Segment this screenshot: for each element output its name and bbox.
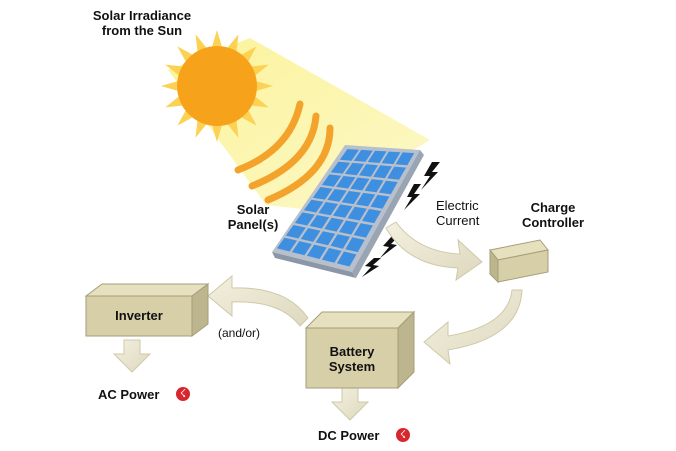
electric-spark-icons [362, 162, 440, 277]
sun-ray [161, 81, 178, 91]
panel-cell [336, 251, 357, 267]
sun-ray [195, 34, 207, 52]
panel-label: Solar Panel(s) [220, 202, 286, 232]
panel-cell [327, 189, 347, 202]
sun-ray [165, 96, 183, 108]
panel-cell [318, 202, 338, 216]
panel-cell [378, 180, 398, 195]
sun-ray [177, 46, 193, 62]
sun-icon [177, 46, 257, 126]
panel-cell [356, 192, 376, 207]
panel-cell [291, 241, 312, 256]
panel-cell [330, 161, 351, 174]
battery-box [304, 310, 416, 390]
sun-ray [195, 120, 207, 138]
sun-ray [212, 125, 222, 142]
sun-ray [227, 34, 239, 52]
sun-label-line1: Solar Irradiance [92, 8, 192, 23]
panel-cell [367, 150, 387, 163]
sun-ray [256, 81, 273, 91]
battery-label: Battery System [306, 344, 398, 374]
sun-label: Solar Irradiance from the Sun [74, 8, 210, 38]
sun-ray [227, 120, 239, 138]
panel-cell [285, 225, 306, 239]
panel-cell [321, 248, 342, 263]
panel-cell [303, 199, 324, 213]
battery-label-line1: Battery [329, 344, 375, 359]
sun-ray [241, 110, 257, 126]
lightning-bolt-icon: ☇ [176, 387, 190, 401]
panel-cell [353, 149, 373, 162]
arrow-battery-to-dc [330, 387, 370, 421]
battery-label-line2: System [328, 359, 376, 374]
panel-cell [309, 215, 330, 229]
radiant-arcs [234, 100, 334, 204]
sun-ray [165, 64, 183, 76]
panel-cell [294, 212, 315, 226]
charge-controller-box [489, 239, 549, 284]
panel-cell [339, 149, 359, 161]
current-label: Electric Current [436, 198, 479, 228]
panel-cell [353, 223, 373, 238]
sun-label-line2: from the Sun [101, 23, 183, 38]
arrow-panel-to-controller [385, 221, 483, 282]
lightning-bolt-icon: ☇ [396, 428, 410, 442]
panel-label-line2: Panel(s) [227, 217, 279, 232]
panel-cell [330, 234, 350, 249]
current-label-line2: Current [436, 213, 480, 228]
dc-power-label: DC Power [318, 428, 380, 443]
sun-ray [177, 110, 193, 126]
panel-cell [339, 220, 359, 235]
panel-cell [373, 165, 392, 179]
panel-cell [350, 177, 370, 191]
arrow-controller-to-battery [423, 289, 523, 366]
panel-cell [359, 164, 378, 177]
ac-power-label: AC Power [98, 387, 160, 402]
controller-label: Charge Controller [508, 200, 598, 230]
sun-ray [241, 46, 257, 62]
controller-label-line2: Controller [521, 215, 585, 230]
current-label-line1: Electric [436, 198, 479, 213]
panel-cell [333, 204, 353, 218]
panel-cell [364, 179, 384, 193]
panel-cell [395, 152, 415, 166]
controller-label-line1: Charge [530, 200, 576, 215]
panel-cell [336, 176, 356, 189]
sun-ray [251, 64, 269, 76]
sun-rays [161, 30, 273, 142]
panel-cell [387, 166, 406, 180]
panel-cell [344, 162, 365, 176]
solar-panel [272, 145, 424, 278]
panel-cell [276, 237, 297, 252]
panel-cell [341, 191, 361, 205]
panel-cell [312, 187, 333, 200]
arrow-battery-to-inverter [207, 274, 309, 327]
panel-cell [300, 228, 321, 242]
panel-cell [381, 151, 401, 165]
panel-cell [321, 174, 342, 187]
panel-cell [315, 231, 336, 246]
sun-ray [251, 96, 269, 108]
panel-cell [306, 244, 327, 259]
inverter-box [84, 283, 210, 337]
panel-cell [324, 217, 344, 232]
panel-cell [347, 206, 367, 221]
sun-ray [212, 30, 222, 47]
inverter-label: Inverter [115, 308, 163, 323]
panel-cell [370, 194, 390, 209]
arrow-inverter-to-ac [112, 339, 152, 373]
panel-label-line1: Solar [236, 202, 270, 217]
panel-cell [345, 237, 365, 253]
andor-label: (and/or) [218, 326, 261, 340]
flow-arrows [112, 221, 523, 421]
panel-cell [362, 209, 382, 224]
